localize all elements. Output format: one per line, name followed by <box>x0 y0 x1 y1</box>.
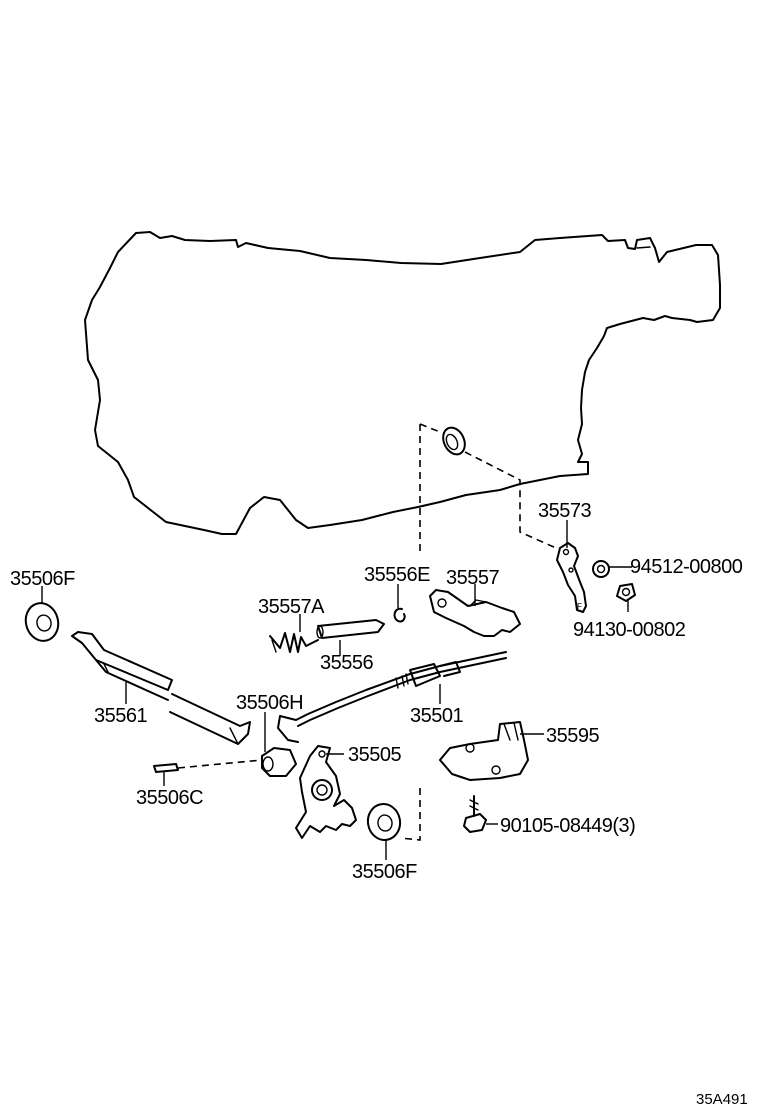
label-35506H: 35506H <box>236 692 303 714</box>
manual-valve-lever <box>295 745 357 839</box>
label-90105-08449: 90105-08449(3) <box>500 815 635 837</box>
label-35573: 35573 <box>538 500 591 522</box>
detent-lever <box>429 589 521 637</box>
shaft-collar <box>261 747 297 777</box>
label-35556: 35556 <box>320 652 373 674</box>
reference-lines <box>177 423 557 841</box>
label-94130-00802: 94130-00802 <box>573 619 686 641</box>
label-35557A: 35557A <box>258 596 325 618</box>
bracket-mark: F <box>577 602 582 611</box>
manual-valve-lever-shaft <box>71 631 251 745</box>
spring-pin <box>153 763 179 773</box>
detent-spring-pin <box>316 619 385 639</box>
control-cable-bracket: F <box>556 542 587 613</box>
transmission-case <box>84 231 721 535</box>
nut-94130 <box>616 583 636 602</box>
torsion-spring <box>269 632 319 653</box>
label-35506F-bottom: 35506F <box>352 861 417 883</box>
oil-seal-left <box>24 602 60 642</box>
label-35501: 35501 <box>410 705 463 727</box>
part-labels: 35573 94512-00800 94130-00802 35506F 355… <box>10 500 743 883</box>
label-94512-00800: 94512-00800 <box>630 556 743 578</box>
label-35595: 35595 <box>546 725 599 747</box>
case-plug <box>442 426 466 456</box>
label-35506C: 35506C <box>136 787 203 809</box>
label-35505: 35505 <box>348 744 401 766</box>
oil-seal-bottom <box>366 803 402 841</box>
label-35556E: 35556E <box>364 564 430 586</box>
label-35561: 35561 <box>94 705 147 727</box>
label-35557: 35557 <box>446 567 499 589</box>
shift-cable <box>277 651 507 743</box>
nut-94512 <box>592 560 610 578</box>
leader-lines <box>41 520 632 860</box>
label-35506F-left: 35506F <box>10 568 75 590</box>
e-ring <box>393 607 406 623</box>
diagram-code: 35A491 <box>696 1091 748 1108</box>
bolt <box>463 795 487 833</box>
neutral-switch-bracket <box>439 721 529 781</box>
